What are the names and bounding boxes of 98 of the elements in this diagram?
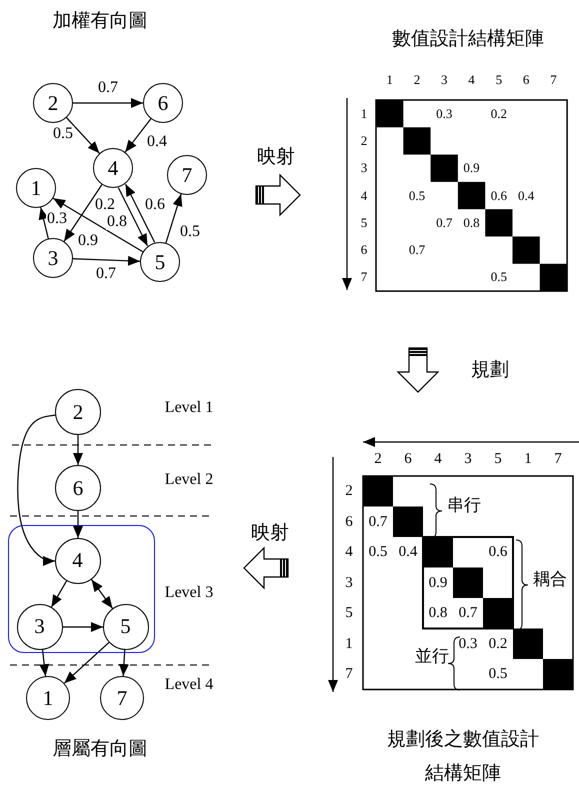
row-header: 4	[345, 544, 353, 560]
column-header: 5	[494, 450, 502, 468]
bracket-label: 耦合	[533, 570, 567, 590]
arrow	[91, 579, 113, 609]
column-header: 3	[464, 450, 472, 468]
arrow	[39, 650, 50, 676]
row-header: 2	[345, 483, 353, 500]
panel-title: 規劃後之數值設計結構矩陣	[386, 728, 540, 786]
level-label: Level 1	[164, 399, 214, 417]
column-header: 1	[524, 450, 532, 468]
row-header: 7	[345, 666, 353, 682]
column-header: 4	[468, 72, 475, 88]
row-header: 7	[360, 270, 368, 285]
arrow	[124, 184, 156, 243]
graph-node-circle: 6	[143, 83, 183, 123]
arrow	[63, 622, 103, 632]
column-header: 7	[550, 72, 557, 88]
edge-label: 0.3	[46, 211, 68, 227]
level-label: Level 2	[164, 471, 214, 489]
graph-node-circle: 4	[93, 148, 133, 188]
column-header: 2	[414, 72, 420, 88]
row-header: 2	[360, 134, 368, 148]
matrix-value: 0.5	[408, 188, 426, 203]
row-header: 1	[360, 106, 368, 121]
graph-node-circle: 7	[167, 155, 207, 195]
row-header: 5	[360, 216, 368, 230]
arrow	[165, 194, 182, 244]
matrix-value: 0.7	[368, 514, 388, 530]
graph-node-circle: 2	[33, 83, 73, 123]
arrow	[118, 187, 148, 246]
graph-node-circle: 2	[55, 389, 101, 435]
matrix-value: 0.4	[398, 544, 418, 560]
matrix-value: 0.6	[488, 544, 508, 560]
arrow	[64, 642, 110, 684]
row-header: 6	[360, 243, 368, 258]
arrow	[73, 435, 83, 465]
column-header: 6	[522, 72, 530, 88]
row-header: 6	[345, 514, 353, 530]
arrow	[73, 98, 143, 108]
column-header: 1	[386, 72, 393, 88]
graph-node-circle: 3	[16, 604, 62, 650]
edge-label: 0.8	[106, 214, 128, 230]
matrix-value: 0.8	[463, 216, 480, 230]
matrix-value: 0.6	[490, 188, 507, 203]
matrix-value: 0.7	[436, 216, 452, 230]
planning-label: 規劃	[471, 360, 509, 382]
matrix-value: 0.2	[488, 636, 508, 652]
panel-title: 加權有向圖	[52, 12, 148, 32]
arrow	[66, 117, 100, 154]
graph-node-circle: 1	[26, 676, 70, 720]
matrix-value: 0.5	[490, 270, 507, 285]
mapping-label: 映射	[251, 524, 289, 544]
graph-node-circle: 5	[140, 242, 180, 282]
graph-node-circle: 6	[55, 465, 101, 511]
arrow	[118, 650, 129, 676]
level-group-frame	[8, 525, 155, 653]
arrow	[124, 118, 152, 153]
column-header: 6	[404, 450, 412, 468]
column-header: 4	[434, 450, 442, 468]
row-header: 3	[345, 574, 353, 591]
matrix-value: 0.3	[436, 106, 452, 121]
panel-title: 數值設計結構矩陣	[392, 30, 544, 50]
level-label: Level 4	[164, 676, 214, 694]
matrix-value: 0.7	[408, 243, 426, 258]
graph-node-circle: 4	[54, 538, 100, 584]
arrow	[50, 580, 68, 608]
matrix-value: 0.5	[368, 544, 388, 560]
matrix-value: 0.3	[458, 636, 478, 652]
column-header: 3	[441, 72, 448, 88]
bracket-label: 並行	[415, 648, 449, 666]
row-header: 4	[360, 188, 368, 203]
row-header: 1	[345, 636, 353, 652]
row-header: 3	[360, 161, 368, 176]
graph-node-circle: 1	[16, 168, 56, 208]
panel-title: 層屬有向圖	[52, 740, 148, 760]
graph-node-circle: 5	[102, 604, 148, 650]
matrix-value: 0.8	[428, 605, 448, 622]
matrix-value: 0.9	[463, 161, 480, 176]
bracket-label: 串行	[447, 496, 481, 516]
arrow	[72, 256, 140, 266]
column-header: 5	[496, 72, 502, 88]
matrix-value: 0.7	[458, 605, 478, 622]
arrow	[52, 198, 144, 252]
arrow	[38, 207, 49, 239]
arrow	[64, 184, 102, 242]
mapping-label: 映射	[257, 148, 295, 168]
row-header: 5	[345, 605, 353, 622]
graph-node-circle: 3	[33, 238, 73, 278]
matrix-value: 0.2	[490, 106, 507, 121]
arrow	[17, 414, 56, 566]
matrix-value: 0.9	[428, 574, 448, 591]
matrix-value: 0.5	[488, 666, 508, 682]
arrow	[73, 511, 83, 538]
level-label: Level 3	[164, 584, 214, 602]
column-header: 7	[554, 450, 562, 468]
matrix-value: 0.4	[518, 188, 534, 203]
graph-node-circle: 7	[100, 676, 144, 720]
column-header: 2	[374, 450, 382, 468]
